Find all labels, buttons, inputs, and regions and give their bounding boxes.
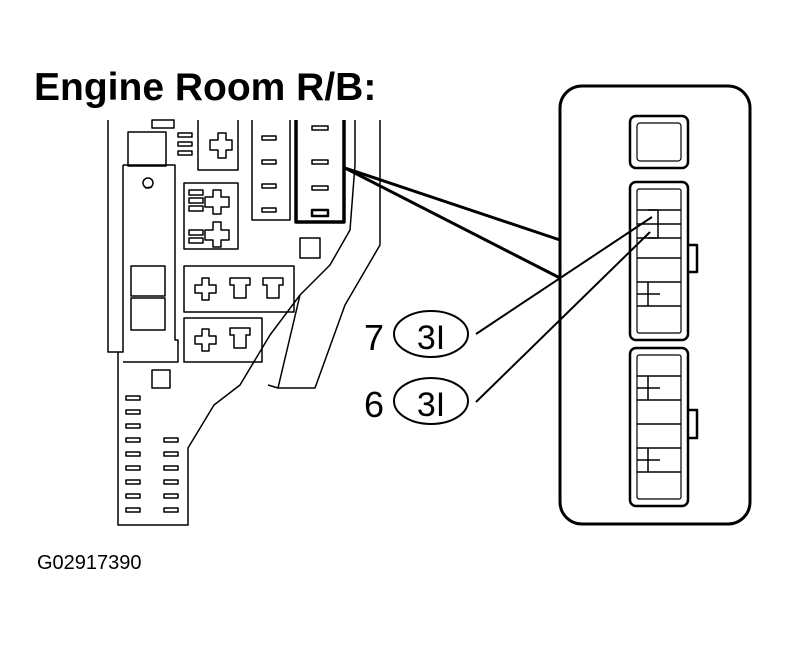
pin-number: 6 bbox=[364, 384, 384, 425]
top-connector-cluster bbox=[127, 119, 239, 189]
fuse-column bbox=[125, 369, 179, 513]
connector-code: 3I bbox=[417, 386, 445, 424]
connector-code: 3I bbox=[417, 319, 445, 357]
enlarged-connector-view bbox=[558, 84, 752, 526]
diagram-title: Engine Room R/B: bbox=[34, 66, 377, 109]
callout-pin-7: 7 3I bbox=[364, 317, 445, 358]
magnification-lines bbox=[344, 166, 561, 280]
callout-leaders bbox=[475, 216, 653, 403]
callout-ovals bbox=[393, 310, 469, 425]
highlighted-connector bbox=[251, 120, 346, 224]
callout-pin-6: 6 3I bbox=[364, 384, 445, 425]
pin-number: 7 bbox=[364, 317, 384, 358]
relay-block-housing bbox=[107, 120, 381, 526]
figure-id: G02917390 bbox=[37, 552, 142, 574]
relay-socket-group bbox=[130, 182, 321, 363]
